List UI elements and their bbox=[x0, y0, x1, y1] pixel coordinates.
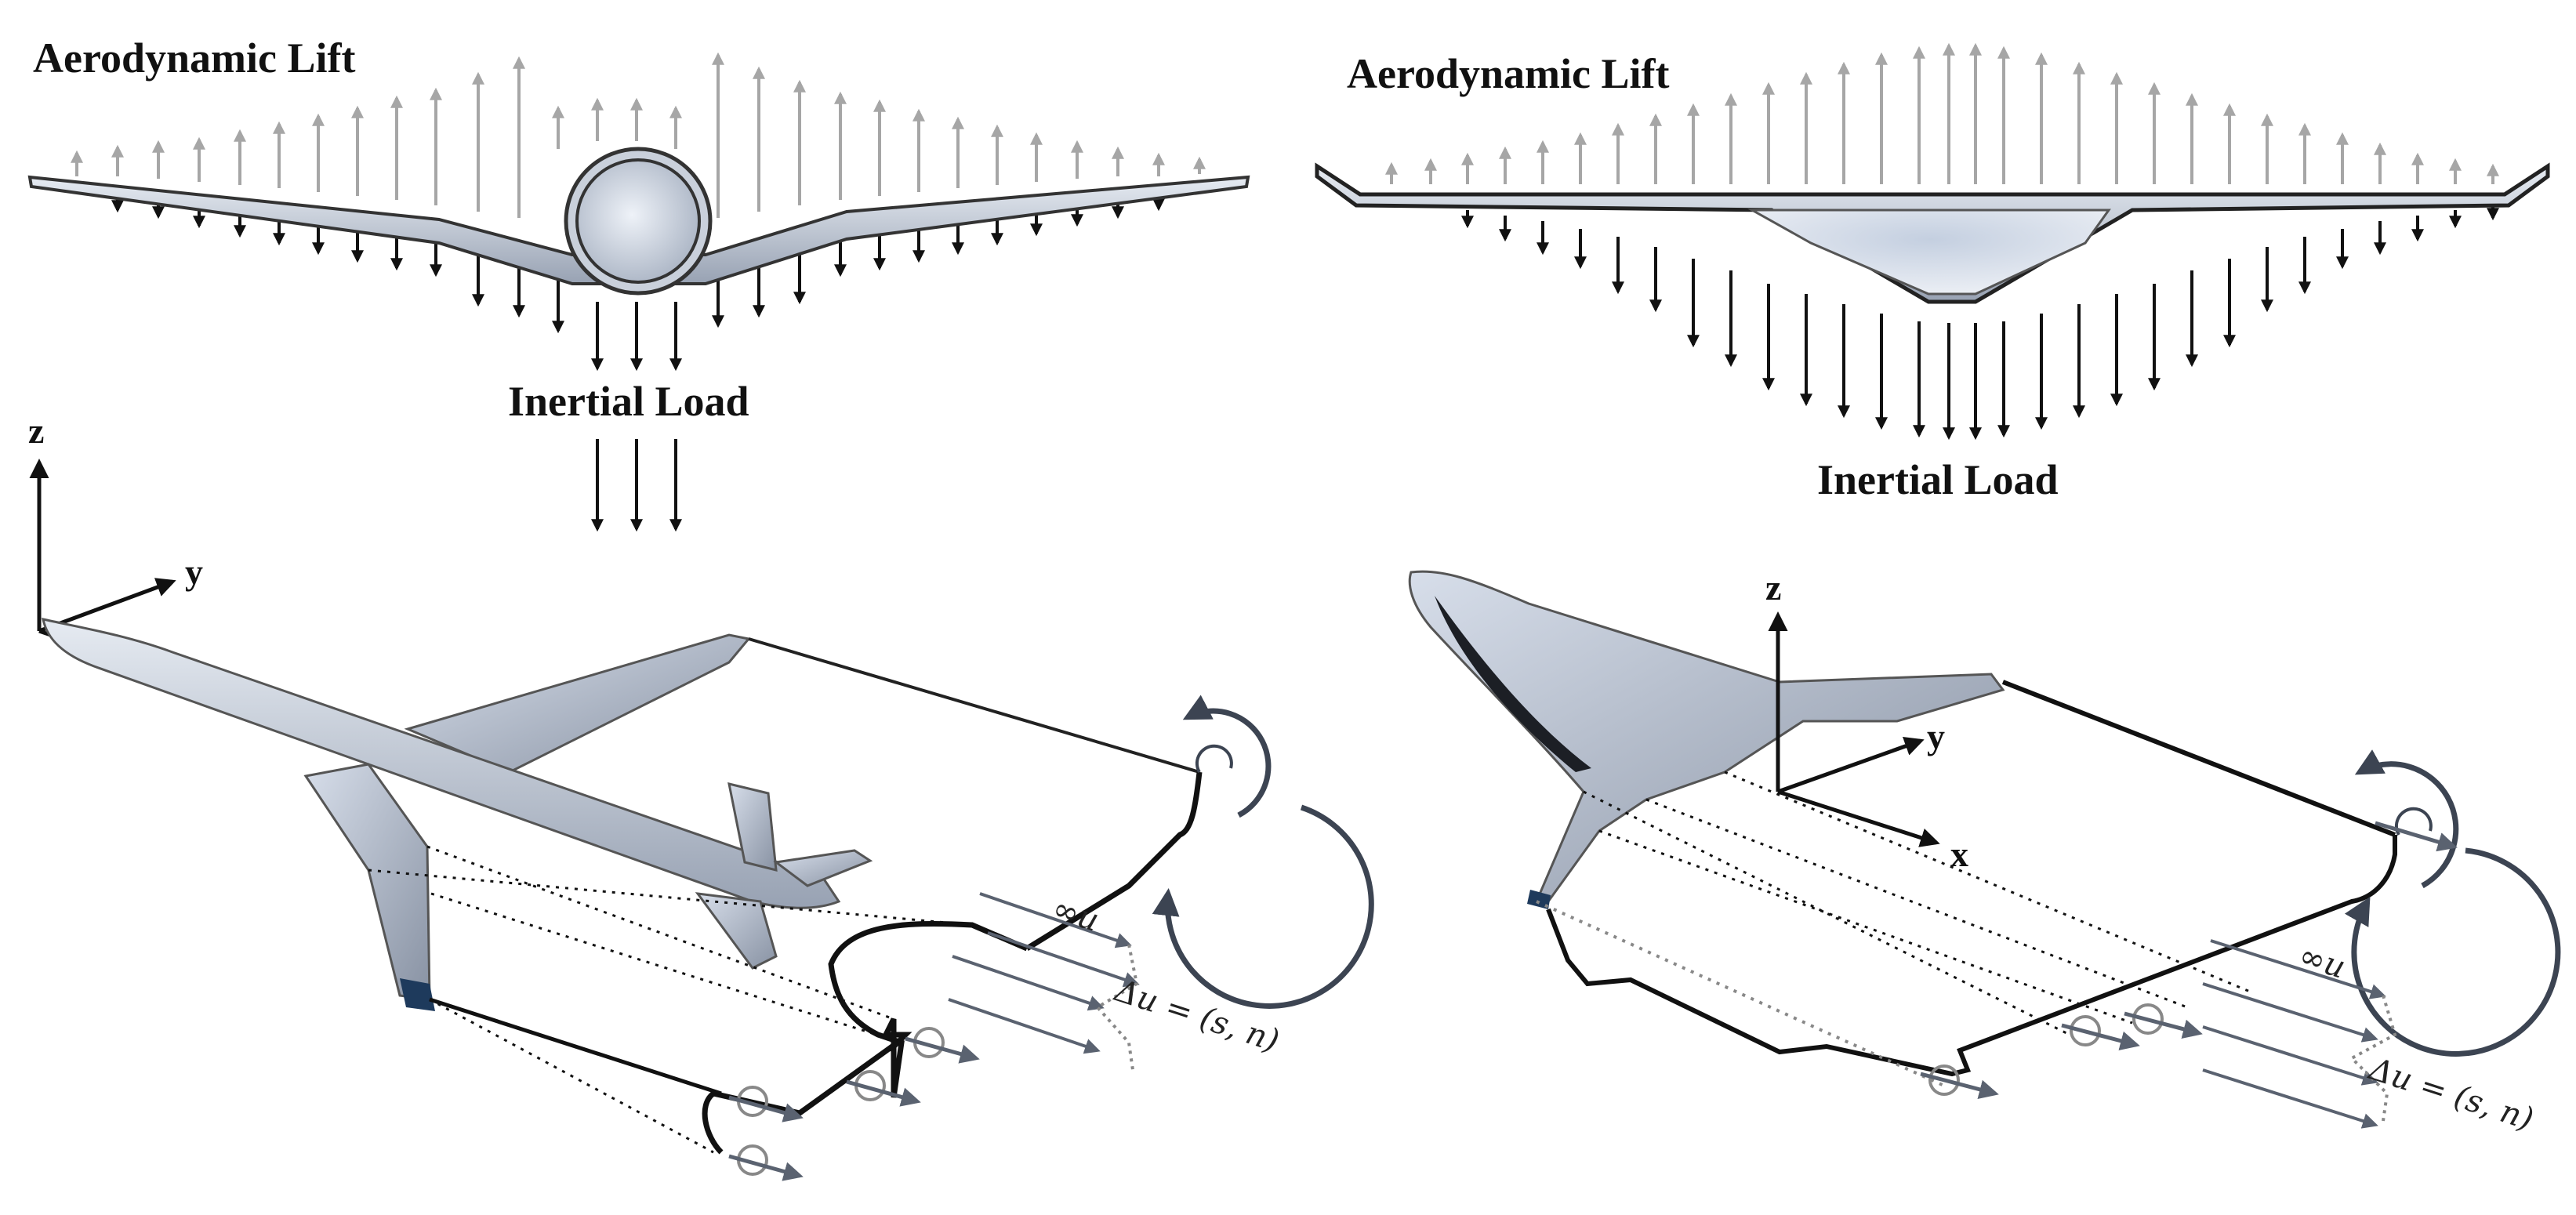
left-wing-tip bbox=[400, 978, 435, 1011]
right-axes: z y x bbox=[1765, 568, 1968, 874]
right-freestream-label: ∞u bbox=[2295, 938, 2349, 986]
right-gust-label: Δu = (s, n) bbox=[2364, 1050, 2538, 1137]
right-inertial-label: Inertial Load bbox=[1817, 456, 2059, 503]
left-z-label: z bbox=[28, 411, 44, 451]
left-freestream: ∞u Δu = (s, n) bbox=[948, 890, 1283, 1071]
right-tip-vortex-middle bbox=[2354, 749, 2459, 889]
left-wing-front-view bbox=[27, 147, 1250, 296]
right-lift-label: Aerodynamic Lift bbox=[1347, 50, 1669, 97]
right-lift-arrows bbox=[1385, 42, 2499, 184]
right-panel: Aerodynamic Lift bbox=[1315, 42, 2561, 1137]
left-wake bbox=[368, 637, 1374, 1181]
bwb-center-body-section bbox=[1747, 209, 2111, 296]
right-inertial-arrows bbox=[1461, 205, 2499, 441]
left-tip-vortex-middle bbox=[1182, 695, 1272, 818]
right-x-axis bbox=[1777, 789, 1940, 847]
right-z-label: z bbox=[1765, 568, 1781, 608]
left-inertial-label: Inertial Load bbox=[508, 378, 749, 425]
left-panel: Aerodynamic Lift bbox=[27, 34, 1374, 1181]
right-wing-front-view bbox=[1315, 162, 2550, 304]
left-gust-label: Δu = (s, n) bbox=[1109, 972, 1283, 1059]
right-wing-tip bbox=[1527, 890, 1551, 909]
right-freestream: ∞u Δu = (s, n) bbox=[2202, 938, 2538, 1137]
bwb-planform bbox=[1408, 570, 2005, 903]
right-x-label: x bbox=[1950, 834, 1968, 874]
right-y-axis bbox=[1777, 736, 1925, 794]
left-tip-vortex-outer bbox=[1152, 804, 1374, 1009]
left-vertical-tail bbox=[727, 782, 778, 872]
left-htail-far bbox=[773, 849, 873, 887]
right-tip-vortex-outer bbox=[2344, 847, 2561, 1057]
left-inertial-arrows bbox=[111, 194, 1165, 532]
left-y-label: y bbox=[185, 552, 203, 592]
left-aircraft bbox=[42, 618, 873, 1011]
left-fuselage bbox=[42, 618, 841, 909]
left-htail-near bbox=[695, 892, 778, 970]
left-lift-label: Aerodynamic Lift bbox=[33, 34, 355, 82]
left-wing-near bbox=[303, 763, 431, 1001]
left-lift-arrows bbox=[71, 52, 1206, 218]
right-y-label: y bbox=[1927, 716, 1945, 756]
right-wake bbox=[1536, 680, 2561, 1099]
right-aircraft bbox=[1408, 570, 2005, 909]
